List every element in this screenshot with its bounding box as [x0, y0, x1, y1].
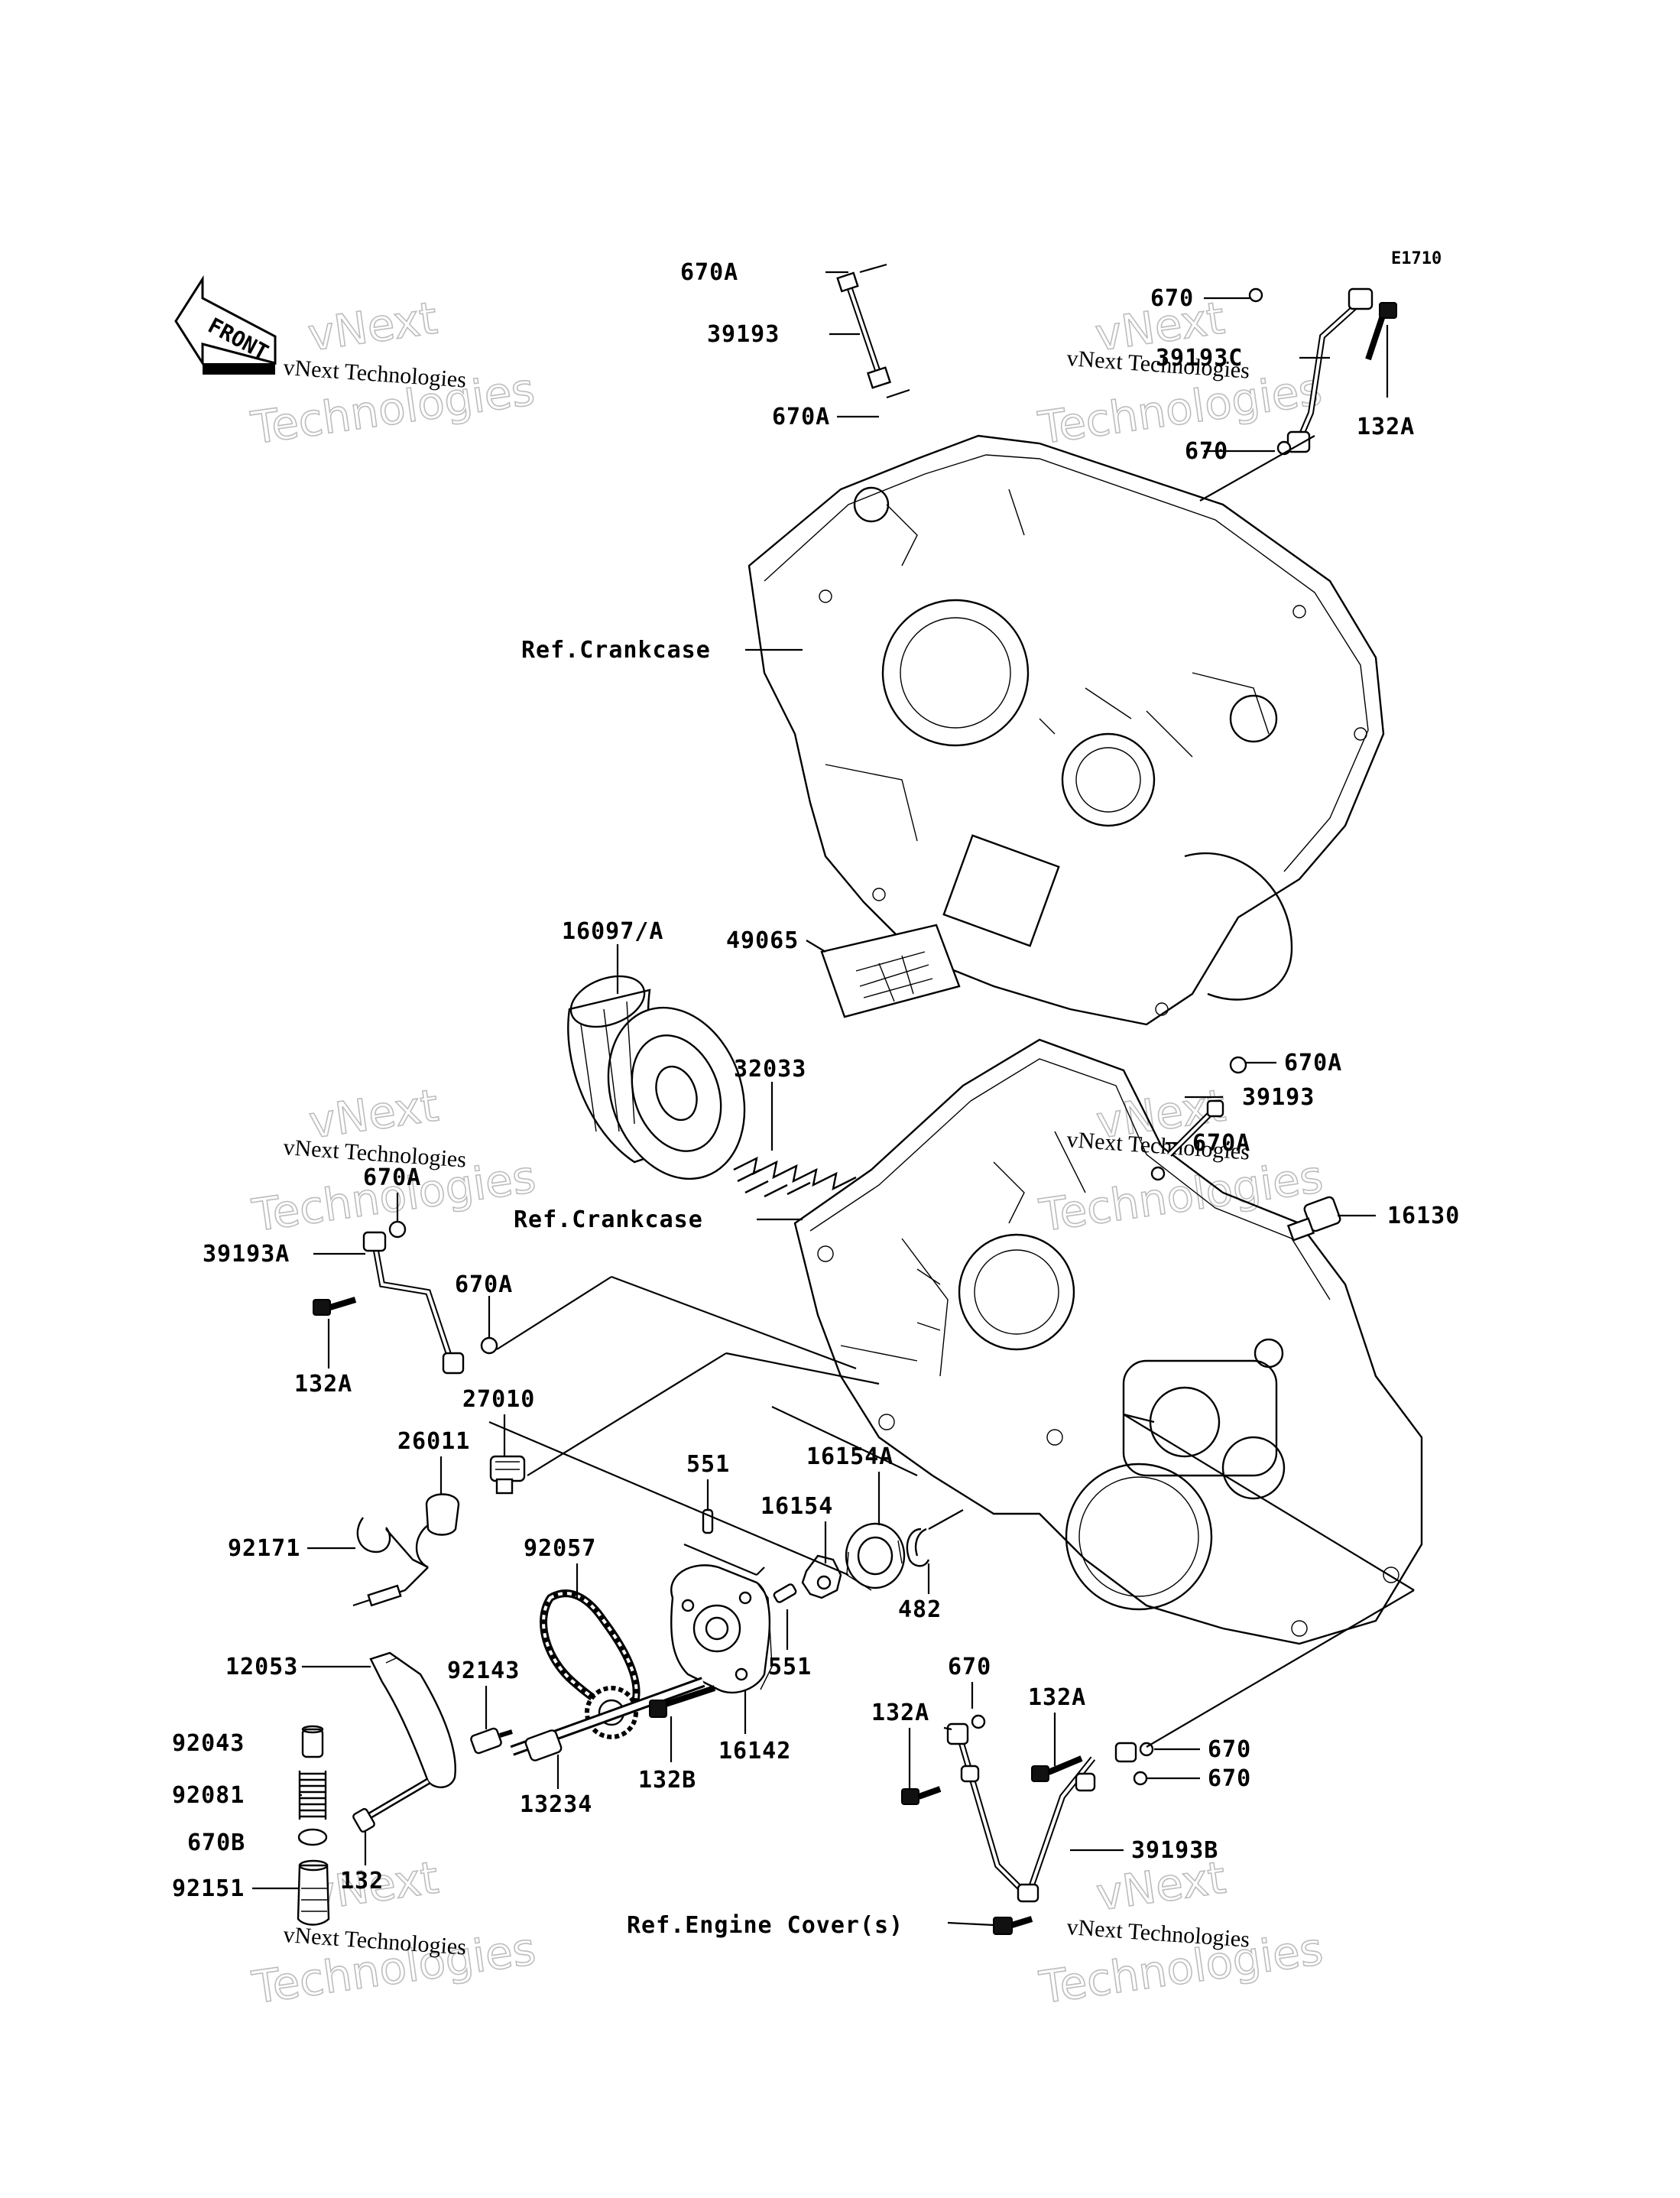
- bolt-132A-bottom-a: [901, 1786, 942, 1805]
- label-670B: 670B: [187, 1830, 245, 1856]
- label-670A: 670A: [363, 1164, 421, 1191]
- label-12053: 12053: [225, 1654, 298, 1680]
- label-132A: 132A: [1357, 414, 1415, 440]
- label-132A: 132A: [871, 1700, 929, 1726]
- spring-32033: [733, 1156, 857, 1198]
- wire-92171: [352, 1517, 429, 1607]
- label-670: 670: [1185, 438, 1228, 465]
- oring-670B: [297, 1828, 328, 1846]
- bolt-132A-top-right: [1365, 302, 1397, 361]
- pipe-39193B: [946, 1714, 1154, 1903]
- part-labels: 670A 39193 670A 670 39193C 132A 670 Ref.…: [172, 259, 1460, 1939]
- gasket-49065: [820, 924, 961, 1018]
- pipe-39193C: [1248, 287, 1374, 456]
- diagram-code: E1710: [1391, 249, 1442, 268]
- label-670: 670: [1208, 1736, 1251, 1763]
- plug-92151: [297, 1859, 330, 1926]
- label-670A: 670A: [455, 1271, 513, 1298]
- label-16130: 16130: [1387, 1203, 1460, 1229]
- label-92143: 92143: [447, 1657, 520, 1684]
- label-132A: 132A: [1028, 1684, 1086, 1711]
- label-670A: 670A: [1192, 1130, 1250, 1157]
- label-670: 670: [948, 1654, 991, 1680]
- label-39193: 39193: [1242, 1084, 1315, 1111]
- label-92171: 92171: [228, 1535, 300, 1562]
- oil-pump-16142: [670, 1564, 773, 1694]
- pipe-39193-middle: [1150, 1056, 1247, 1181]
- bolt-engine-cover: [993, 1916, 1033, 1935]
- label-ref-crankcase: Ref.Crankcase: [514, 1206, 703, 1233]
- label-39193C: 39193C: [1156, 345, 1243, 372]
- label-ref-crankcase: Ref.Crankcase: [521, 637, 711, 664]
- ring-482: [906, 1528, 930, 1567]
- spring-92081: [298, 1771, 327, 1820]
- label-132A: 132A: [294, 1371, 352, 1398]
- lower-crankcase-drawing: [793, 1038, 1423, 1645]
- front-arrow-icon: FRONT: [174, 274, 277, 375]
- cap-26011: [415, 1493, 460, 1569]
- rotor-16154: [801, 1554, 842, 1599]
- label-482: 482: [898, 1596, 942, 1623]
- label-132: 132: [340, 1868, 384, 1894]
- label-551: 551: [686, 1451, 730, 1478]
- watermark-outline-bottom: Technologies: [1036, 1151, 1325, 1242]
- watermark-outline-top: vNext: [305, 292, 440, 362]
- switch-27010: [489, 1455, 526, 1495]
- label-16154: 16154: [761, 1493, 833, 1520]
- leader-lines: [252, 271, 1415, 1927]
- collar-92143: [470, 1727, 513, 1755]
- label-670A: 670A: [772, 404, 830, 430]
- label-16154A: 16154A: [806, 1443, 894, 1470]
- label-92081: 92081: [172, 1782, 245, 1809]
- label-32033: 32033: [734, 1056, 806, 1083]
- label-49065: 49065: [726, 927, 799, 954]
- bolt-132: [352, 1778, 430, 1833]
- label-551: 551: [768, 1654, 812, 1680]
- bolt-132B: [649, 1685, 716, 1718]
- label-39193: 39193: [707, 321, 780, 348]
- label-670A: 670A: [680, 259, 738, 286]
- label-92043: 92043: [172, 1730, 245, 1757]
- label-670: 670: [1208, 1765, 1251, 1792]
- label-16097A: 16097/A: [562, 918, 663, 945]
- label-26011: 26011: [397, 1428, 470, 1455]
- upper-crankcase-drawing: [748, 434, 1385, 1026]
- label-670: 670: [1150, 285, 1194, 312]
- shaft-13234: [510, 1677, 705, 1761]
- label-13234: 13234: [520, 1791, 592, 1818]
- label-ref-engine-cover: Ref.Engine Cover(s): [627, 1912, 903, 1939]
- pipe-39193-top: [836, 263, 910, 399]
- label-39193A: 39193A: [203, 1241, 290, 1268]
- label-670A: 670A: [1284, 1050, 1342, 1076]
- label-39193B: 39193B: [1131, 1837, 1218, 1864]
- label-92057: 92057: [524, 1535, 596, 1562]
- bolt-132A-left: [313, 1297, 357, 1316]
- oil-filter-16097A: [567, 975, 746, 1180]
- guide-12053: [369, 1651, 456, 1788]
- label-132B: 132B: [638, 1767, 696, 1794]
- pin-551-bottom: [773, 1583, 797, 1603]
- rotor-16154A: [845, 1522, 906, 1591]
- fitting-16130: [1286, 1196, 1341, 1242]
- label-27010: 27010: [462, 1386, 535, 1413]
- plunger-92043: [301, 1725, 324, 1758]
- label-16142: 16142: [718, 1738, 791, 1765]
- label-92151: 92151: [172, 1875, 245, 1902]
- bolt-132A-bottom-b: [1031, 1755, 1083, 1782]
- pipe-39193A: [362, 1220, 498, 1375]
